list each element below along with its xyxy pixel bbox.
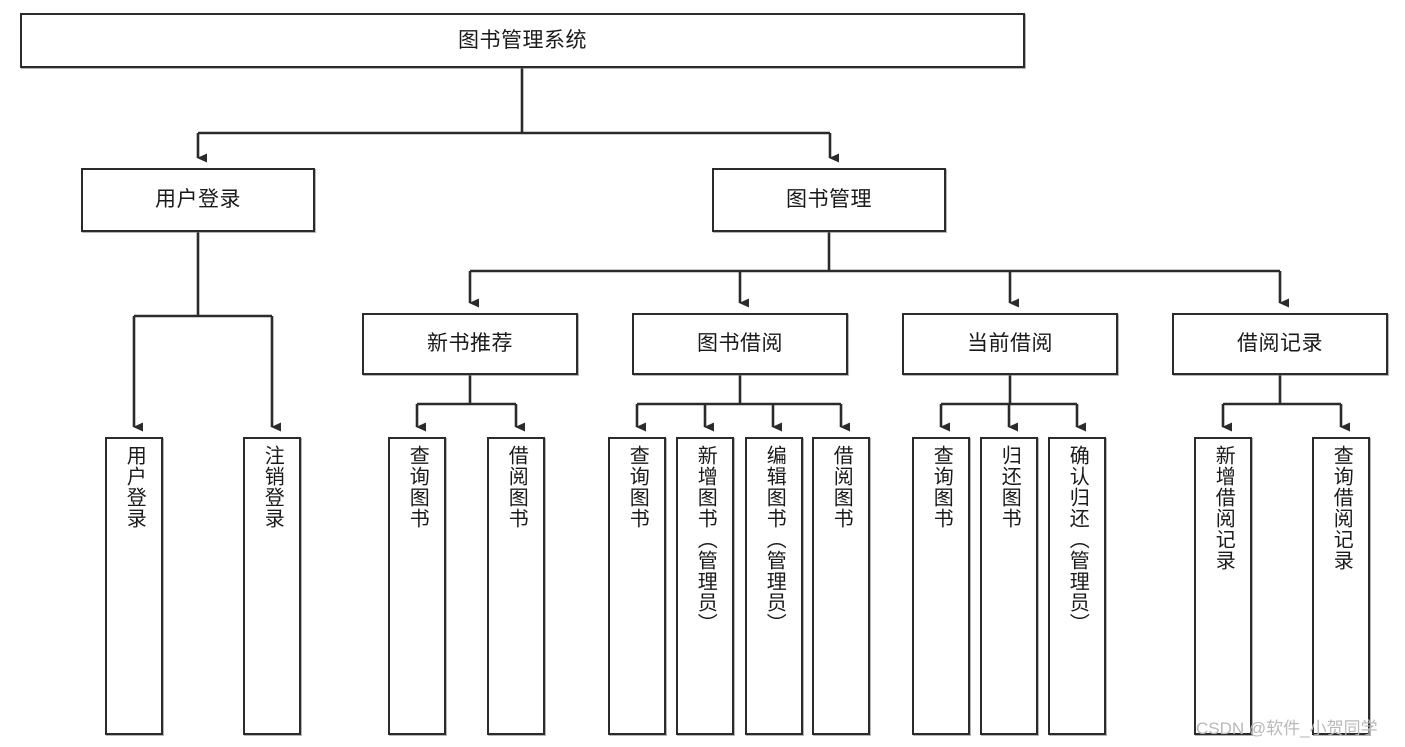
node-new-book-recommend[interactable]: 新书推荐 (362, 313, 578, 375)
node-new-book-recommend-label: 新书推荐 (427, 332, 513, 356)
leaf-book-borrow-add-label: 新增图书（管理员） (694, 445, 717, 634)
leaf-book-borrow-query-label: 查询图书 (626, 445, 649, 529)
leaf-book-borrow-edit[interactable]: 编辑图书（管理员） (745, 437, 803, 735)
leaf-new-book-query[interactable]: 查询图书 (388, 437, 446, 735)
leaf-book-borrow-borrow[interactable]: 借阅图书 (812, 437, 870, 735)
leaf-book-borrow-edit-label: 编辑图书（管理员） (763, 445, 786, 634)
node-user-login-label: 用户登录 (155, 188, 241, 212)
leaf-current-borrow-confirm[interactable]: 确认归还（管理员） (1048, 437, 1106, 735)
node-book-manage-label: 图书管理 (786, 188, 872, 212)
leaf-new-book-borrow[interactable]: 借阅图书 (487, 437, 545, 735)
leaf-borrow-record-add[interactable]: 新增借阅记录 (1194, 437, 1252, 735)
leaf-current-borrow-query[interactable]: 查询图书 (912, 437, 970, 735)
leaf-borrow-record-query-label: 查询借阅记录 (1330, 445, 1353, 571)
node-book-manage[interactable]: 图书管理 (712, 168, 946, 232)
node-borrow-record-label: 借阅记录 (1237, 332, 1323, 356)
leaf-user-login-login-label: 用户登录 (123, 445, 146, 529)
leaf-current-borrow-return[interactable]: 归还图书 (980, 437, 1038, 735)
watermark-text: CSDN @软件_小贺同学 (1196, 719, 1378, 738)
node-root[interactable]: 图书管理系统 (20, 13, 1025, 68)
node-root-label: 图书管理系统 (458, 28, 587, 52)
node-user-login[interactable]: 用户登录 (81, 168, 315, 232)
leaf-new-book-query-label: 查询图书 (406, 445, 429, 529)
leaf-borrow-record-add-label: 新增借阅记录 (1212, 445, 1235, 571)
node-book-borrow-label: 图书借阅 (697, 332, 783, 356)
leaf-book-borrow-add[interactable]: 新增图书（管理员） (676, 437, 734, 735)
leaf-user-login-logout[interactable]: 注销登录 (243, 437, 301, 735)
leaf-user-login-logout-label: 注销登录 (261, 445, 284, 529)
leaf-current-borrow-query-label: 查询图书 (930, 445, 953, 529)
leaf-borrow-record-query[interactable]: 查询借阅记录 (1312, 437, 1370, 735)
leaf-current-borrow-return-label: 归还图书 (998, 445, 1021, 529)
node-borrow-record[interactable]: 借阅记录 (1172, 313, 1388, 375)
node-current-borrow[interactable]: 当前借阅 (902, 313, 1118, 375)
leaf-new-book-borrow-label: 借阅图书 (505, 445, 528, 529)
leaf-book-borrow-borrow-label: 借阅图书 (830, 445, 853, 529)
leaf-book-borrow-query[interactable]: 查询图书 (608, 437, 666, 735)
leaf-current-borrow-confirm-label: 确认归还（管理员） (1066, 445, 1089, 634)
node-book-borrow[interactable]: 图书借阅 (632, 313, 848, 375)
node-current-borrow-label: 当前借阅 (967, 332, 1053, 356)
leaf-user-login-login[interactable]: 用户登录 (105, 437, 163, 735)
